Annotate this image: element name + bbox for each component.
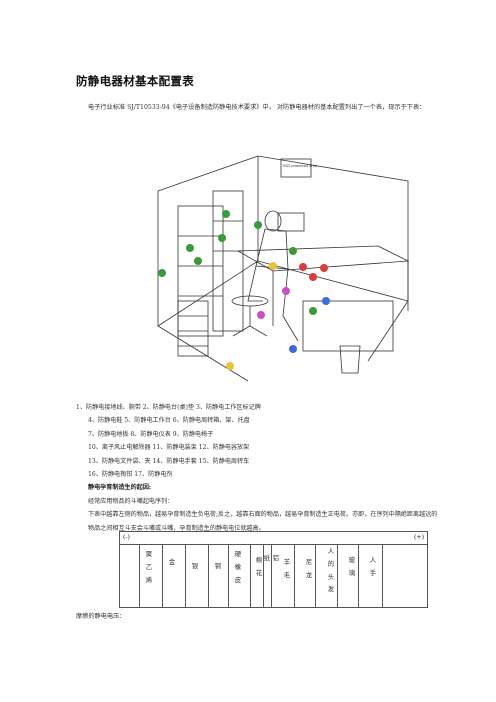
material-cell: 人的头发 — [327, 547, 335, 594]
triboelectric-series-table: (-) (+) 聚乙烯 金 银 铜 硬橡皮 棉花 纸 铝 羊毛 尼龙 人的头发 … — [119, 531, 428, 608]
legend-line: 13、防静电文件袋、夹 14、防静电手套 15、防静电周转车 — [88, 457, 250, 465]
material-cell: 铜 — [214, 562, 222, 570]
material-cell: 纸 — [263, 554, 271, 562]
legend-line: 1、防静电接地线、腕带 2、防静电台(桌)垫 3、防静电工作区标记牌 — [76, 404, 261, 411]
esd-workstation-illustration: ESD protected area — [157, 155, 410, 382]
material-cell: 羊毛 — [283, 558, 291, 579]
negative-end-label: (-) — [123, 534, 130, 541]
material-cell: 尼龙 — [305, 558, 313, 579]
material-cell: 硬橡皮 — [234, 550, 242, 584]
page-title: 防静电器材基本配置表 — [76, 74, 194, 88]
material-cell: 玻璃 — [348, 556, 356, 577]
legend-line: 10、离子风止电解除器 11、防静电装束 12、防静电容放架 — [88, 444, 250, 452]
intro-paragraph: 电子行业标准 SJ/T10533-94《电子设备制造防静电技术要求》中， 对防静… — [88, 104, 426, 111]
material-cell: 银 — [191, 562, 199, 570]
legend-line: 7、防静电地板 8、防静电仪表 9、防静电椅子 — [88, 430, 214, 438]
section-paragraph: 下表中越靠左侧的物品，越易孕育制造生负电荷;反之，越靠右面的物品，越易孕育制造生… — [88, 511, 438, 532]
material-cell: 铝 — [272, 554, 280, 562]
section-heading: 静电孕育制造生的起因: — [88, 484, 152, 492]
positive-end-label: (+) — [413, 534, 424, 541]
legend-list: 1、防静电接地线、腕带 2、防静电台(桌)垫 3、防静电工作区标记牌 4、防静电… — [76, 401, 438, 535]
material-cell: 人手 — [369, 556, 377, 577]
table-header-row: (-) (+) — [120, 532, 427, 545]
material-cell: 金 — [168, 558, 176, 566]
legend-line: 16、防静电掏钳 17、防静电剂 — [88, 471, 173, 479]
material-cell: 聚乙烯 — [145, 550, 153, 584]
section-subheading: 经常应用物品的斗嘴起电序列： — [88, 497, 174, 505]
footer-text: 摩擦的静电电压： — [76, 613, 126, 620]
legend-line: 4、防静电鞋 5、防静电工作台 6、防静电周转箱、架、托盘 — [88, 417, 250, 425]
esd-sign-text: ESD protected area — [283, 164, 317, 168]
material-cell: 棉花 — [255, 556, 263, 577]
